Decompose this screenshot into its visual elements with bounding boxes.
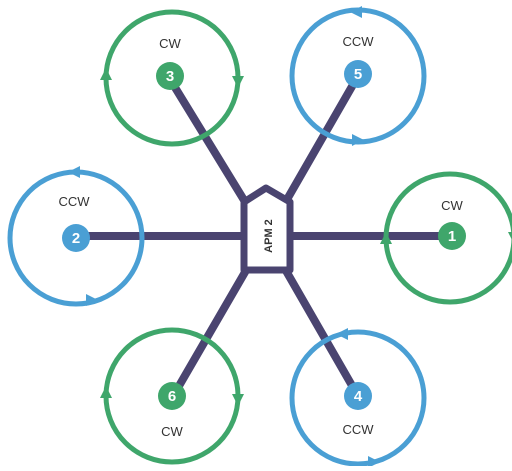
controller-body xyxy=(240,184,294,274)
motor-number: 1 xyxy=(448,228,456,245)
rotation-label: CW xyxy=(159,36,181,51)
rotation-arrow-icon xyxy=(100,68,112,80)
motor-4: 4 CCW xyxy=(342,382,374,437)
rotation-arrow-icon xyxy=(368,456,380,468)
motor-hub xyxy=(62,224,90,252)
motor-number: 3 xyxy=(166,68,174,85)
rotation-arrow-icon xyxy=(68,166,80,178)
motor-hub xyxy=(344,60,372,88)
motor-hub xyxy=(158,382,186,410)
rotation-label: CCW xyxy=(342,34,374,49)
rotation-label: CW xyxy=(441,198,463,213)
rotation-arrow-icon xyxy=(380,232,392,244)
flight-controller: APM 2 xyxy=(240,184,294,274)
motor-number: 6 xyxy=(168,388,176,405)
rotation-arrow-icon xyxy=(232,394,244,406)
rotation-arrow-icon xyxy=(232,76,244,88)
rotation-arrows xyxy=(68,6,512,468)
rotation-label: CCW xyxy=(342,422,374,437)
motor-hub xyxy=(156,62,184,90)
rotation-label: CCW xyxy=(58,194,90,209)
rotor-ring-4 xyxy=(289,329,427,467)
motor-number: 2 xyxy=(72,230,80,247)
rotation-arrow-icon xyxy=(100,386,112,398)
rotation-arrow-icon xyxy=(508,232,512,240)
motor-5: 5 CCW xyxy=(342,34,374,88)
motor-hub xyxy=(438,222,466,250)
motor-hub xyxy=(344,382,372,410)
rotation-arrow-icon xyxy=(86,294,98,306)
motor-3: 3 CW xyxy=(156,36,184,90)
motor-6: 6 CW xyxy=(158,382,186,439)
motor-number: 5 xyxy=(354,66,362,83)
rotation-arrow-icon xyxy=(350,6,362,18)
motor-1: 1 CW xyxy=(438,198,466,250)
rotation-arrow-icon xyxy=(336,328,348,340)
motor-number: 4 xyxy=(354,388,363,405)
rotation-label: CW xyxy=(161,424,183,439)
controller-label: APM 2 xyxy=(263,219,275,253)
rotation-arrow-icon xyxy=(352,134,364,146)
motor-2: 2 CCW xyxy=(58,194,90,252)
